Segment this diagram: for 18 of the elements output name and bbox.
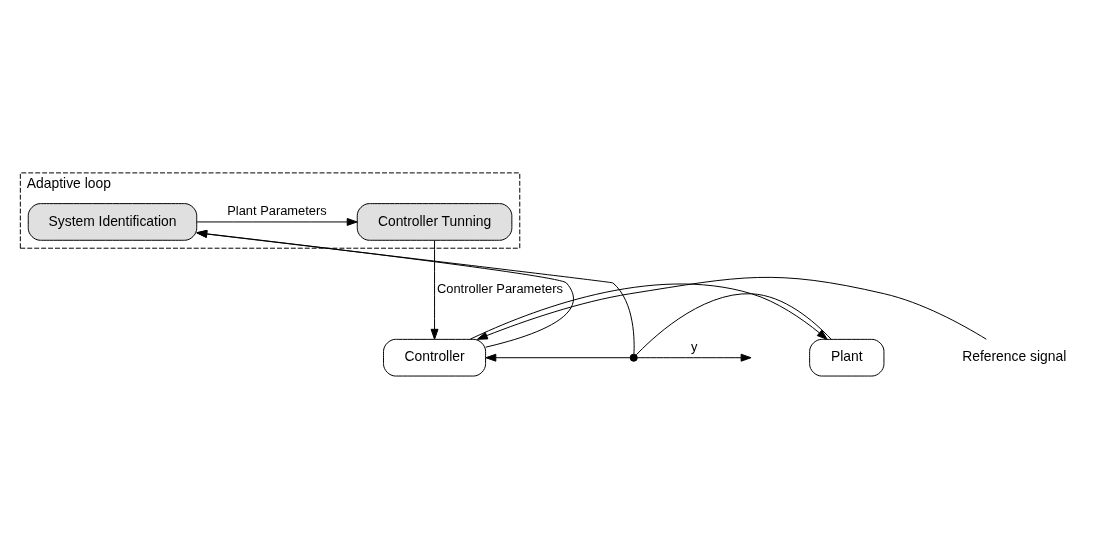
arrow xyxy=(636,353,752,362)
node-box: Controller xyxy=(383,338,487,377)
arrow xyxy=(196,229,574,348)
node-circle xyxy=(629,353,638,362)
node-box: Plant xyxy=(809,338,885,377)
arrow xyxy=(196,229,635,354)
arrow xyxy=(196,217,358,226)
arrow xyxy=(430,239,439,340)
connector xyxy=(635,292,832,355)
edge-label: y xyxy=(691,338,698,354)
arrow xyxy=(485,353,631,362)
arrow xyxy=(469,283,828,340)
node-box: System Identification xyxy=(27,202,198,241)
node-text: Reference signal xyxy=(962,347,1067,364)
node-box: Controller Tunning xyxy=(356,202,513,241)
edge-label: Controller Parameters xyxy=(436,280,563,296)
edge-label: Plant Parameters xyxy=(227,202,327,218)
arrow xyxy=(476,276,987,340)
